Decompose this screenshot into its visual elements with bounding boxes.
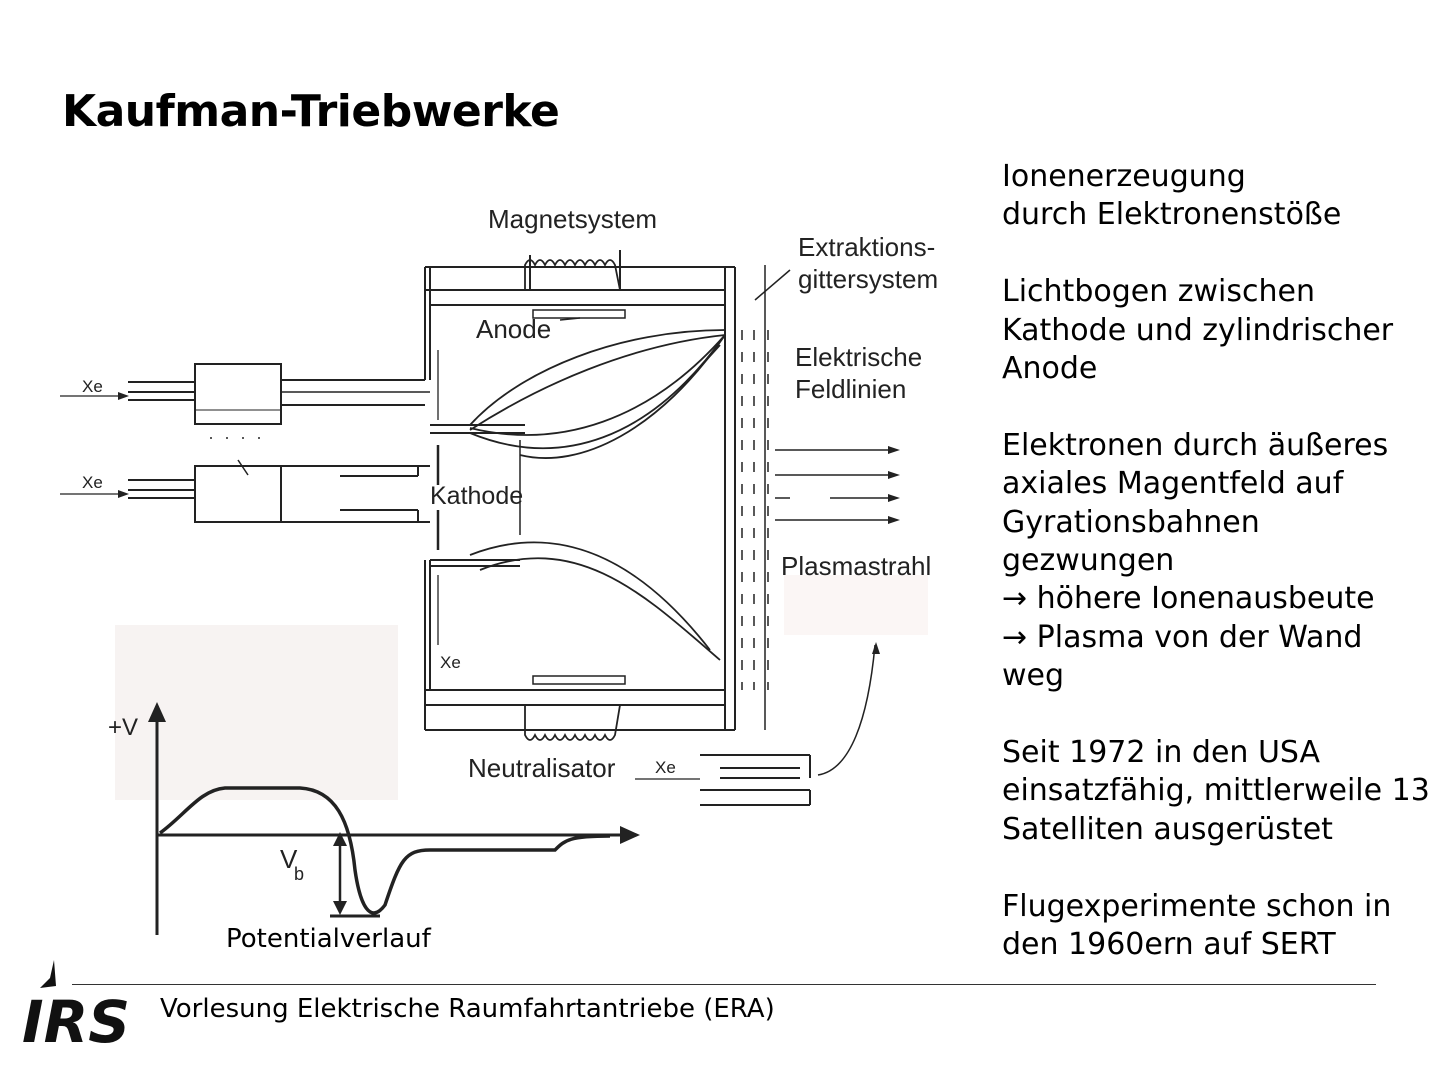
plasma-beam-arrows	[210, 269, 895, 776]
label-vb-subscript: b	[294, 864, 304, 884]
label-gittersystem: gittersystem	[798, 264, 938, 294]
bullet-line: Flugexperimente schon in	[1002, 888, 1392, 924]
bullet-line: Lichtbogen zwischen	[1002, 274, 1315, 310]
backdrop-patch	[784, 575, 928, 635]
bullet-line: Kathode und zylindrischer	[1002, 312, 1394, 348]
thruster-body	[128, 250, 811, 806]
bullet-line: Ionenerzeugung	[1002, 159, 1246, 194]
bullet-line: weg	[1002, 658, 1065, 694]
bullet-line: → höhere Ionenausbeute	[1002, 581, 1375, 617]
logo-text: IRS	[22, 988, 130, 1050]
label-plasmastrahl: Plasmastrahl	[781, 551, 931, 581]
label-anode: Anode	[476, 314, 551, 344]
label-magnetsystem: Magnetsystem	[488, 204, 657, 234]
label-plus-v: +V	[108, 714, 138, 741]
bullet-line: → Plasma von der Wand	[1002, 619, 1363, 655]
irs-logo: IRS	[22, 960, 130, 1050]
bullet-line: Seit 1972 in den USA	[1002, 735, 1321, 771]
xe-feed-lines	[60, 350, 700, 780]
potential-plot	[148, 702, 640, 935]
label-feldlinien: Feldlinien	[795, 374, 906, 404]
bullet-line: Elektronen durch äußeres	[1002, 427, 1389, 463]
field-lines	[469, 329, 726, 661]
footer-lecture-title: Vorlesung Elektrische Raumfahrtantriebe …	[160, 994, 775, 1024]
bullet-line: gezwungen	[1002, 543, 1175, 579]
label-xe-upper: Xe	[82, 377, 103, 396]
bullet-line: Satelliten ausgerüstet	[1002, 811, 1333, 847]
backdrop-patch	[115, 625, 398, 800]
label-xe-neutralizer: Xe	[655, 758, 676, 777]
bullet-line: axiales Magentfeld auf	[1002, 466, 1344, 502]
label-kathode: Kathode	[430, 482, 523, 510]
label-xe-lower: Xe	[82, 473, 103, 492]
slide-title: Kaufman-Triebwerke	[62, 86, 560, 137]
label-vb: V	[280, 844, 298, 874]
footer-divider	[72, 984, 1376, 985]
bullet-line: den 1960ern auf SERT	[1002, 927, 1336, 963]
plot-caption: Potentialverlauf	[226, 924, 431, 954]
label-elektrische: Elektrische	[795, 342, 922, 372]
bullet-line: einsatzfähig, mittlerweile 13	[1002, 773, 1430, 809]
label-xe-chamber: Xe	[440, 653, 461, 672]
label-neutralisator: Neutralisator	[468, 753, 616, 783]
bullet-line: Gyrationsbahnen	[1002, 504, 1260, 540]
bullet-line: Anode	[1002, 351, 1098, 387]
label-extraktions: Extraktions-	[798, 232, 935, 262]
bullet-line: durch Elektronenstöße	[1002, 197, 1342, 233]
kaufman-thruster-diagram: Magnetsystem Extraktions- gittersystem A…	[60, 204, 938, 935]
